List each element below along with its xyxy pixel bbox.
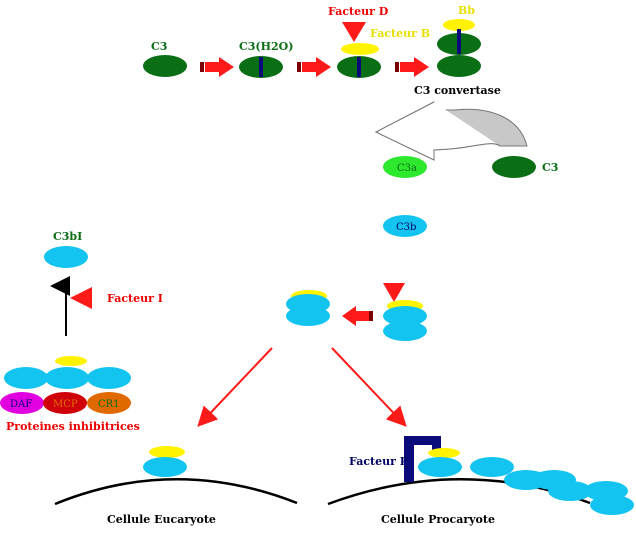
label-cellule-procaryote: Cellule Procaryote xyxy=(381,513,495,526)
block-arrow-2 xyxy=(297,57,331,77)
arrow-to-procaryote xyxy=(331,347,407,427)
mcp-molecule xyxy=(43,392,87,414)
c3bb-top xyxy=(383,306,427,326)
prok-c3b-chain-4 xyxy=(548,481,592,501)
thioester-bar-2 xyxy=(357,57,361,77)
facteur-p-bracket xyxy=(404,436,441,482)
convertase-bar xyxy=(457,29,461,54)
eucaryote-membrane xyxy=(54,478,298,506)
block-arrow-3 xyxy=(395,57,429,77)
label-mcp: MCP xyxy=(53,399,78,410)
label-cellule-eucaryote: Cellule Eucaryote xyxy=(107,513,216,526)
cr1-molecule xyxy=(87,392,131,414)
label-proteines-inhibitrices: Proteines inhibitrices xyxy=(6,420,140,433)
label-facteur-i: Facteur I xyxy=(107,292,163,305)
inhibitor-cyan-1 xyxy=(4,367,48,389)
label-daf: DAF xyxy=(10,399,32,410)
facteur-d-triangle xyxy=(342,22,366,42)
arrow-to-eucaryote xyxy=(197,347,273,427)
label-c3b: C3b xyxy=(396,222,416,233)
c3bb-bottom xyxy=(383,321,427,341)
thioester-bar xyxy=(259,57,263,77)
label-facteur-p: Facteur P xyxy=(349,455,408,468)
convertase-bottom xyxy=(437,55,481,77)
label-facteur-b: Facteur B xyxy=(370,27,430,40)
label-c3-h2o: C3(H2O) xyxy=(239,40,293,53)
factor-b-disc xyxy=(341,43,379,55)
daf-molecule xyxy=(0,392,44,414)
bb-disc xyxy=(443,19,475,31)
label-c3a: C3a xyxy=(397,163,417,174)
c3-molecule-2 xyxy=(492,156,536,178)
block-arrow-1 xyxy=(200,57,234,77)
label-c3bi: C3bI xyxy=(53,230,82,243)
c3-molecule xyxy=(143,55,187,77)
label-bb: Bb xyxy=(458,4,475,17)
facteur-d-triangle-2 xyxy=(383,283,405,302)
inhibitor-cyan-3 xyxy=(87,367,131,389)
label-c3-convertase: C3 convertase xyxy=(414,84,501,97)
prok-c3b xyxy=(418,457,462,477)
label-cr1: CR1 xyxy=(98,399,120,410)
inhibitor-yellow-disc xyxy=(55,356,87,366)
label-facteur-d: Facteur D xyxy=(328,5,389,18)
block-arrow-left xyxy=(342,306,373,326)
label-c3-2: C3 xyxy=(542,161,558,174)
prok-c3b-chain-6 xyxy=(590,495,634,515)
c3b-molecule xyxy=(383,215,427,237)
c3bbb-bottom xyxy=(286,306,330,326)
prok-c3b-yellow xyxy=(428,448,460,458)
euk-c3b xyxy=(143,457,187,477)
euk-c3b-yellow xyxy=(149,446,185,458)
facteur-i-triangle xyxy=(70,287,92,309)
c3a-molecule xyxy=(383,156,427,178)
c3bi-molecule xyxy=(44,246,88,268)
inhibitor-cyan-2 xyxy=(45,367,89,389)
prok-c3b-chain-1 xyxy=(470,457,514,477)
label-c3: C3 xyxy=(151,40,167,53)
